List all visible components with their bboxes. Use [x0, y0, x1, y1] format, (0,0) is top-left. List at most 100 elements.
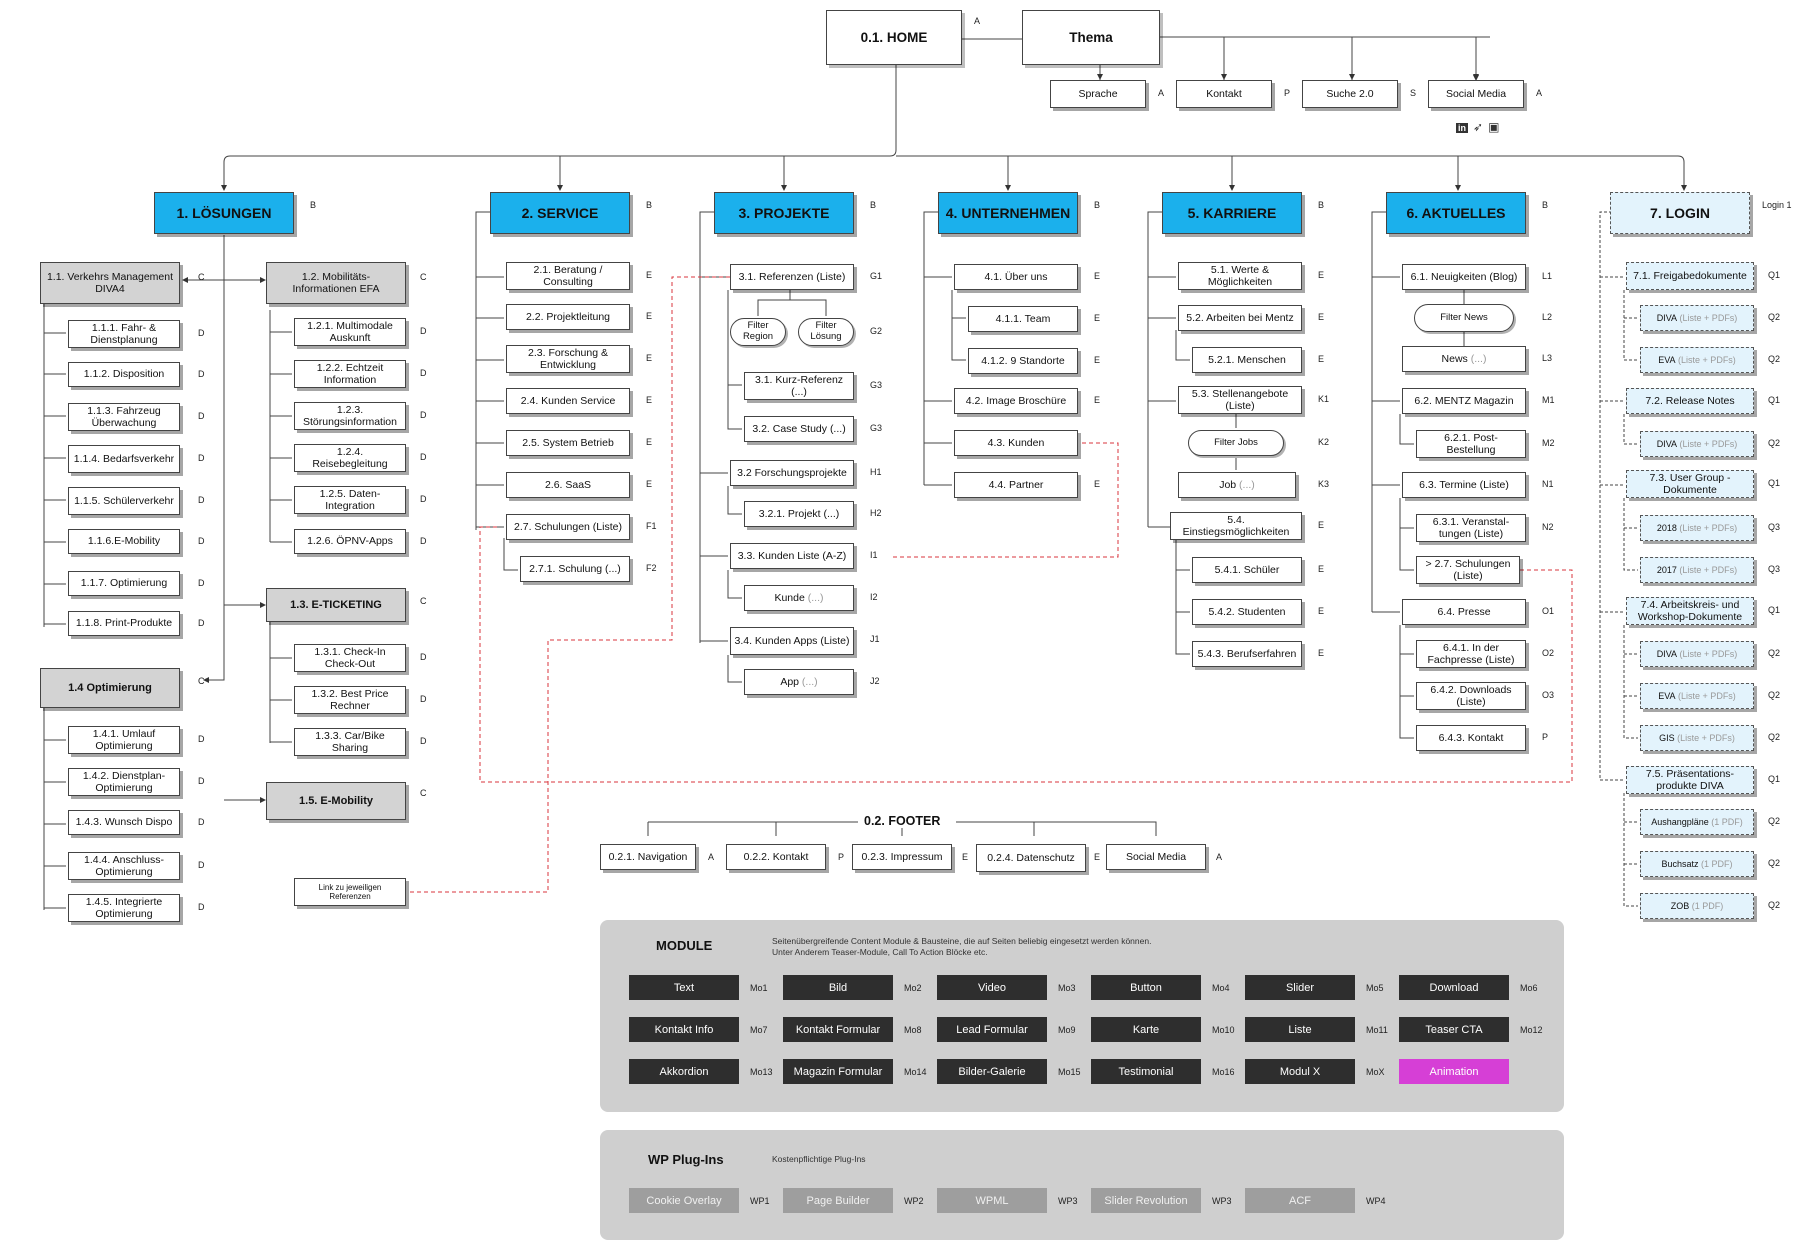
home-node[interactable]: 0.1. HOME [826, 10, 962, 65]
service-item[interactable]: 2.5. System Betrieb [506, 430, 630, 456]
kontakt-node[interactable]: Kontakt [1176, 80, 1272, 108]
module-item-animation[interactable]: Animation [1399, 1059, 1509, 1084]
service-item[interactable]: 2.1. Beratung / Consulting [506, 262, 630, 290]
login-item[interactable]: 7.2. Release Notes [1626, 388, 1754, 414]
loesungen-item[interactable]: 1.1.8. Print-Produkte [68, 611, 180, 636]
login-item[interactable]: 2017 (Liste + PDFs) [1640, 557, 1754, 583]
module-item[interactable]: Teaser CTA [1399, 1017, 1509, 1042]
loesungen-item[interactable]: 1.1.7. Optimierung [68, 571, 180, 596]
service-item[interactable]: 2.7. Schulungen (Liste) [506, 514, 630, 540]
projekte-case[interactable]: 3.2. Case Study (...) [744, 416, 854, 442]
twitter-icon[interactable]: ➶ [1473, 120, 1484, 134]
aktuelles-news[interactable]: News (...) [1402, 346, 1526, 372]
section-karriere[interactable]: 5. KARRIERE [1162, 192, 1302, 234]
aktuelles-fachpresse[interactable]: 6.4.1. In der Fachpresse (Liste) [1416, 640, 1526, 668]
plugin-item[interactable]: ACF [1245, 1188, 1355, 1213]
linkedin-icon[interactable]: in [1456, 123, 1468, 133]
plugin-item[interactable]: Slider Revolution [1091, 1188, 1201, 1213]
login-item[interactable]: EVA (Liste + PDFs) [1640, 347, 1754, 373]
section-unternehmen[interactable]: 4. UNTERNEHMEN [938, 192, 1078, 234]
suche-node[interactable]: Suche 2.0 [1302, 80, 1398, 108]
loesungen-item[interactable]: 1.2.6. ÖPNV-Apps [294, 529, 406, 554]
aktuelles-kontakt[interactable]: 6.4.3. Kontakt [1416, 725, 1526, 751]
module-item[interactable]: Download [1399, 975, 1509, 1000]
aktuelles-post[interactable]: 6.2.1. Post-Bestellung [1416, 430, 1526, 458]
aktuelles-downloads[interactable]: 6.4.2. Downloads (Liste) [1416, 682, 1526, 710]
module-item[interactable]: Akkordion [629, 1059, 739, 1084]
loesungen-item[interactable]: 1.2.4. Reisebegleitung [294, 444, 406, 472]
filter-loesung[interactable]: Filter Lösung [798, 318, 854, 346]
unternehmen-item[interactable]: 4.1. Über uns [954, 264, 1078, 290]
loesungen-c1[interactable]: 1.1. Verkehrs Management DIVA4 [40, 262, 180, 304]
loesungen-c3[interactable]: 1.3. E-TICKETING [266, 588, 406, 622]
youtube-icon[interactable]: ▣ [1488, 120, 1500, 134]
filter-jobs[interactable]: Filter Jobs [1188, 430, 1284, 456]
login-item[interactable]: GIS (Liste + PDFs) [1640, 725, 1754, 751]
login-item[interactable]: 2018 (Liste + PDFs) [1640, 515, 1754, 541]
plugin-item[interactable]: Page Builder [783, 1188, 893, 1213]
aktuelles-termine[interactable]: 6.3. Termine (Liste) [1402, 472, 1526, 498]
login-item[interactable]: DIVA (Liste + PDFs) [1640, 431, 1754, 457]
loesungen-c5[interactable]: 1.5. E-Mobility [266, 782, 406, 820]
loesungen-item[interactable]: 1.2.5. Daten-Integration [294, 486, 406, 514]
section-login[interactable]: 7. LOGIN [1610, 192, 1750, 234]
service-item[interactable]: 2.4. Kunden Service [506, 388, 630, 414]
section-projekte[interactable]: 3. PROJEKTE [714, 192, 854, 234]
karriere-arbeiten[interactable]: 5.2. Arbeiten bei Mentz [1178, 305, 1302, 331]
module-item[interactable]: Liste [1245, 1017, 1355, 1042]
module-item[interactable]: Bilder-Galerie [937, 1059, 1047, 1084]
thema-node[interactable]: Thema [1022, 10, 1160, 65]
footer-item[interactable]: 0.2.2. Kontakt [726, 844, 826, 870]
module-item[interactable]: Modul X [1245, 1059, 1355, 1084]
filter-news[interactable]: Filter News [1414, 304, 1514, 332]
module-item[interactable]: Text [629, 975, 739, 1000]
module-item[interactable]: Bild [783, 975, 893, 1000]
aktuelles-magazin[interactable]: 6.2. MENTZ Magazin [1402, 388, 1526, 414]
section-aktuelles[interactable]: 6. AKTUELLES [1386, 192, 1526, 234]
loesungen-item[interactable]: 1.4.5. Integrierte Optimierung [68, 894, 180, 922]
projekte-forschung[interactable]: 3.2 Forschungsprojekte [730, 460, 854, 486]
loesungen-item[interactable]: 1.2.1. Multimodale Auskunft [294, 318, 406, 346]
loesungen-item[interactable]: 1.1.3. Fahrzeug Überwachung [68, 403, 180, 431]
projekte-apps[interactable]: 3.4. Kunden Apps (Liste) [730, 627, 854, 655]
projekte-referenzen[interactable]: 3.1. Referenzen (Liste) [730, 264, 854, 290]
module-item[interactable]: Slider [1245, 975, 1355, 1000]
karriere-stellen[interactable]: 5.3. Stellenangebote (Liste) [1178, 386, 1302, 414]
karriere-berufs[interactable]: 5.4.3. Berufserfahren [1192, 641, 1302, 667]
unternehmen-item[interactable]: 4.1.1. Team [968, 306, 1078, 332]
karriere-schueler[interactable]: 5.4.1. Schüler [1192, 557, 1302, 583]
login-item[interactable]: EVA (Liste + PDFs) [1640, 683, 1754, 709]
aktuelles-presse[interactable]: 6.4. Presse [1402, 599, 1526, 625]
loesungen-c2[interactable]: 1.2. Mobilitäts-Informationen EFA [266, 262, 406, 304]
module-item[interactable]: Karte [1091, 1017, 1201, 1042]
module-item[interactable]: Magazin Formular [783, 1059, 893, 1084]
footer-item[interactable]: 0.2.3. Impressum [852, 844, 952, 870]
aktuelles-veranstaltungen[interactable]: 6.3.1. Veranstal-tungen (Liste) [1416, 514, 1526, 542]
login-item[interactable]: DIVA (Liste + PDFs) [1640, 641, 1754, 667]
service-item[interactable]: 2.7.1. Schulung (...) [520, 556, 630, 582]
service-item[interactable]: 2.6. SaaS [506, 472, 630, 498]
footer-item[interactable]: 0.2.1. Navigation [600, 844, 696, 870]
loesungen-item[interactable]: 1.3.1. Check-In Check-Out [294, 644, 406, 672]
login-item[interactable]: DIVA (Liste + PDFs) [1640, 305, 1754, 331]
loesungen-item[interactable]: 1.1.5. Schülerverkehr [68, 487, 180, 515]
unternehmen-item[interactable]: 4.2. Image Broschüre [954, 388, 1078, 414]
login-item[interactable]: ZOB (1 PDF) [1640, 893, 1754, 919]
service-item[interactable]: 2.2. Projektleitung [506, 304, 630, 330]
loesungen-item[interactable]: 1.3.2. Best Price Rechner [294, 686, 406, 714]
service-item[interactable]: 2.3. Forschung & Entwicklung [506, 345, 630, 373]
module-item[interactable]: Testimonial [1091, 1059, 1201, 1084]
login-item[interactable]: 7.5. Präsentations-produkte DIVA [1626, 766, 1754, 794]
login-item[interactable]: 7.4. Arbeitskreis- und Workshop-Dokument… [1626, 597, 1754, 625]
social-media-node[interactable]: Social Media [1428, 80, 1524, 108]
loesungen-item[interactable]: 1.1.6.E-Mobility [68, 529, 180, 554]
karriere-einstieg[interactable]: 5.4. Einstiegsmöglichkeiten [1170, 512, 1302, 540]
projekte-projekt[interactable]: 3.2.1. Projekt (...) [744, 501, 854, 527]
aktuelles-schulungen-link[interactable]: > 2.7. Schulungen (Liste) [1416, 556, 1520, 584]
login-item[interactable]: Aushangpläne (1 PDF) [1640, 809, 1754, 835]
projekte-app[interactable]: App (...) [744, 669, 854, 695]
loesungen-item[interactable]: 1.2.3. Störungsinformation [294, 402, 406, 430]
module-item[interactable]: Kontakt Formular [783, 1017, 893, 1042]
loesungen-item[interactable]: 1.1.1. Fahr- & Dienstplanung [68, 320, 180, 348]
projekte-kunden[interactable]: 3.3. Kunden Liste (A-Z) [730, 543, 854, 569]
